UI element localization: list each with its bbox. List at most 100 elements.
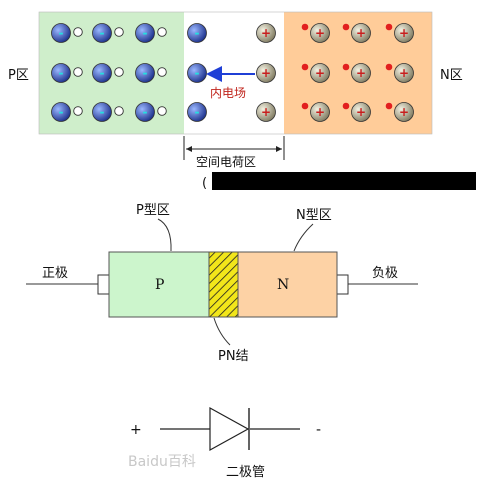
hole [73,27,83,37]
hole [73,67,83,77]
free-electron [385,102,393,110]
p-region-label: P区 [8,68,29,83]
junction-label: PN结 [218,349,249,364]
svg-text:+: + [399,105,409,119]
watermark: Baidu百科 [128,454,196,470]
inner-field-label: 内电场 [210,86,246,100]
cathode-label: 负极 [372,266,398,281]
svg-text:+: + [356,105,366,119]
p-letter: P [155,277,164,293]
n-box [237,251,338,318]
acceptor-ion: - [92,23,112,43]
depletion-donor-ion: + [256,102,276,122]
hole [114,106,124,116]
diode-model: P型区 N型区 P N 正极 负极 PN结 [26,203,418,364]
anode-label: 正极 [42,266,68,281]
svg-text:-: - [143,26,148,40]
svg-text:-: - [59,26,64,40]
p-area-label: P型区 [136,203,170,218]
svg-text:-: - [195,66,200,80]
acceptor-ion: - [92,102,112,122]
space-charge-label: 空间电荷区 [196,155,256,169]
hole [157,67,167,77]
left-terminal [97,274,110,295]
n-letter: N [277,277,289,293]
donor-ion: + [351,23,371,43]
svg-text:-: - [143,66,148,80]
svg-text:+: + [315,105,325,119]
donor-ion: + [351,63,371,83]
space-charge-dimension [183,136,285,160]
svg-text:-: - [59,66,64,80]
svg-text:+: + [399,26,409,40]
svg-text:-: - [100,66,105,80]
free-electron [385,63,393,71]
hole [157,27,167,37]
svg-text:+: + [261,66,271,80]
n-area-label: N型区 [296,208,332,223]
caption-paren: ( [202,176,207,191]
acceptor-ion: - [51,102,71,122]
p-area-leader [157,218,172,252]
acceptor-ion: - [51,23,71,43]
hole [73,106,83,116]
n-area-leader [293,223,314,252]
acceptor-ion: - [92,63,112,83]
donor-ion: + [394,63,414,83]
svg-text:-: - [100,105,105,119]
svg-text:+: + [356,66,366,80]
acceptor-ion: - [51,63,71,83]
free-electron [301,63,309,71]
junction-leader [213,317,231,346]
minus-sign: - [316,422,321,438]
svg-text:+: + [356,26,366,40]
depletion-acceptor-ion: - [187,102,207,122]
donor-ion: + [394,102,414,122]
free-electron [385,23,393,31]
svg-text:+: + [261,105,271,119]
depletion-acceptor-ion: - [187,23,207,43]
acceptor-ion: - [135,63,155,83]
p-box [108,251,210,318]
hole [157,106,167,116]
hole [114,67,124,77]
acceptor-ion: - [135,23,155,43]
diode-symbol: + - 二极管 Baidu百科 [128,406,321,480]
svg-text:+: + [261,26,271,40]
free-electron [342,63,350,71]
free-electron [301,23,309,31]
donor-ion: + [310,102,330,122]
hole [114,27,124,37]
svg-text:-: - [195,26,200,40]
free-electron [342,102,350,110]
svg-text:-: - [59,105,64,119]
svg-text:-: - [143,105,148,119]
svg-text:-: - [195,105,200,119]
depletion-donor-ion: + [256,23,276,43]
svg-text:+: + [399,66,409,80]
free-electron [301,102,309,110]
n-region-label: N区 [440,68,463,83]
svg-text:+: + [315,26,325,40]
p-region-acceptor-ions: - - - - - - - - - - - - [51,23,207,122]
svg-text:+: + [315,66,325,80]
plus-sign: + [130,422,142,438]
diode-triangle [209,406,250,452]
pn-junction-hatch [208,251,239,318]
donor-ion: + [394,23,414,43]
caption-redaction-bar [212,172,476,190]
free-electron [342,23,350,31]
pn-junction-panel: - - - - - - - - - - - - + + + + + + + + + + + + 内电场 P区 N区 空间电荷… [8,11,476,191]
n-region-donor-ions: + + + + + + + + + + + + [256,23,414,122]
right-terminal [336,274,349,295]
acceptor-ion: - [135,102,155,122]
donor-ion: + [310,63,330,83]
svg-text:-: - [100,26,105,40]
donor-ion: + [310,23,330,43]
depletion-acceptor-ion: - [187,63,207,83]
donor-ion: + [351,102,371,122]
pn-frame [38,11,433,135]
depletion-donor-ion: + [256,63,276,83]
diode-name: 二极管 [226,465,265,480]
